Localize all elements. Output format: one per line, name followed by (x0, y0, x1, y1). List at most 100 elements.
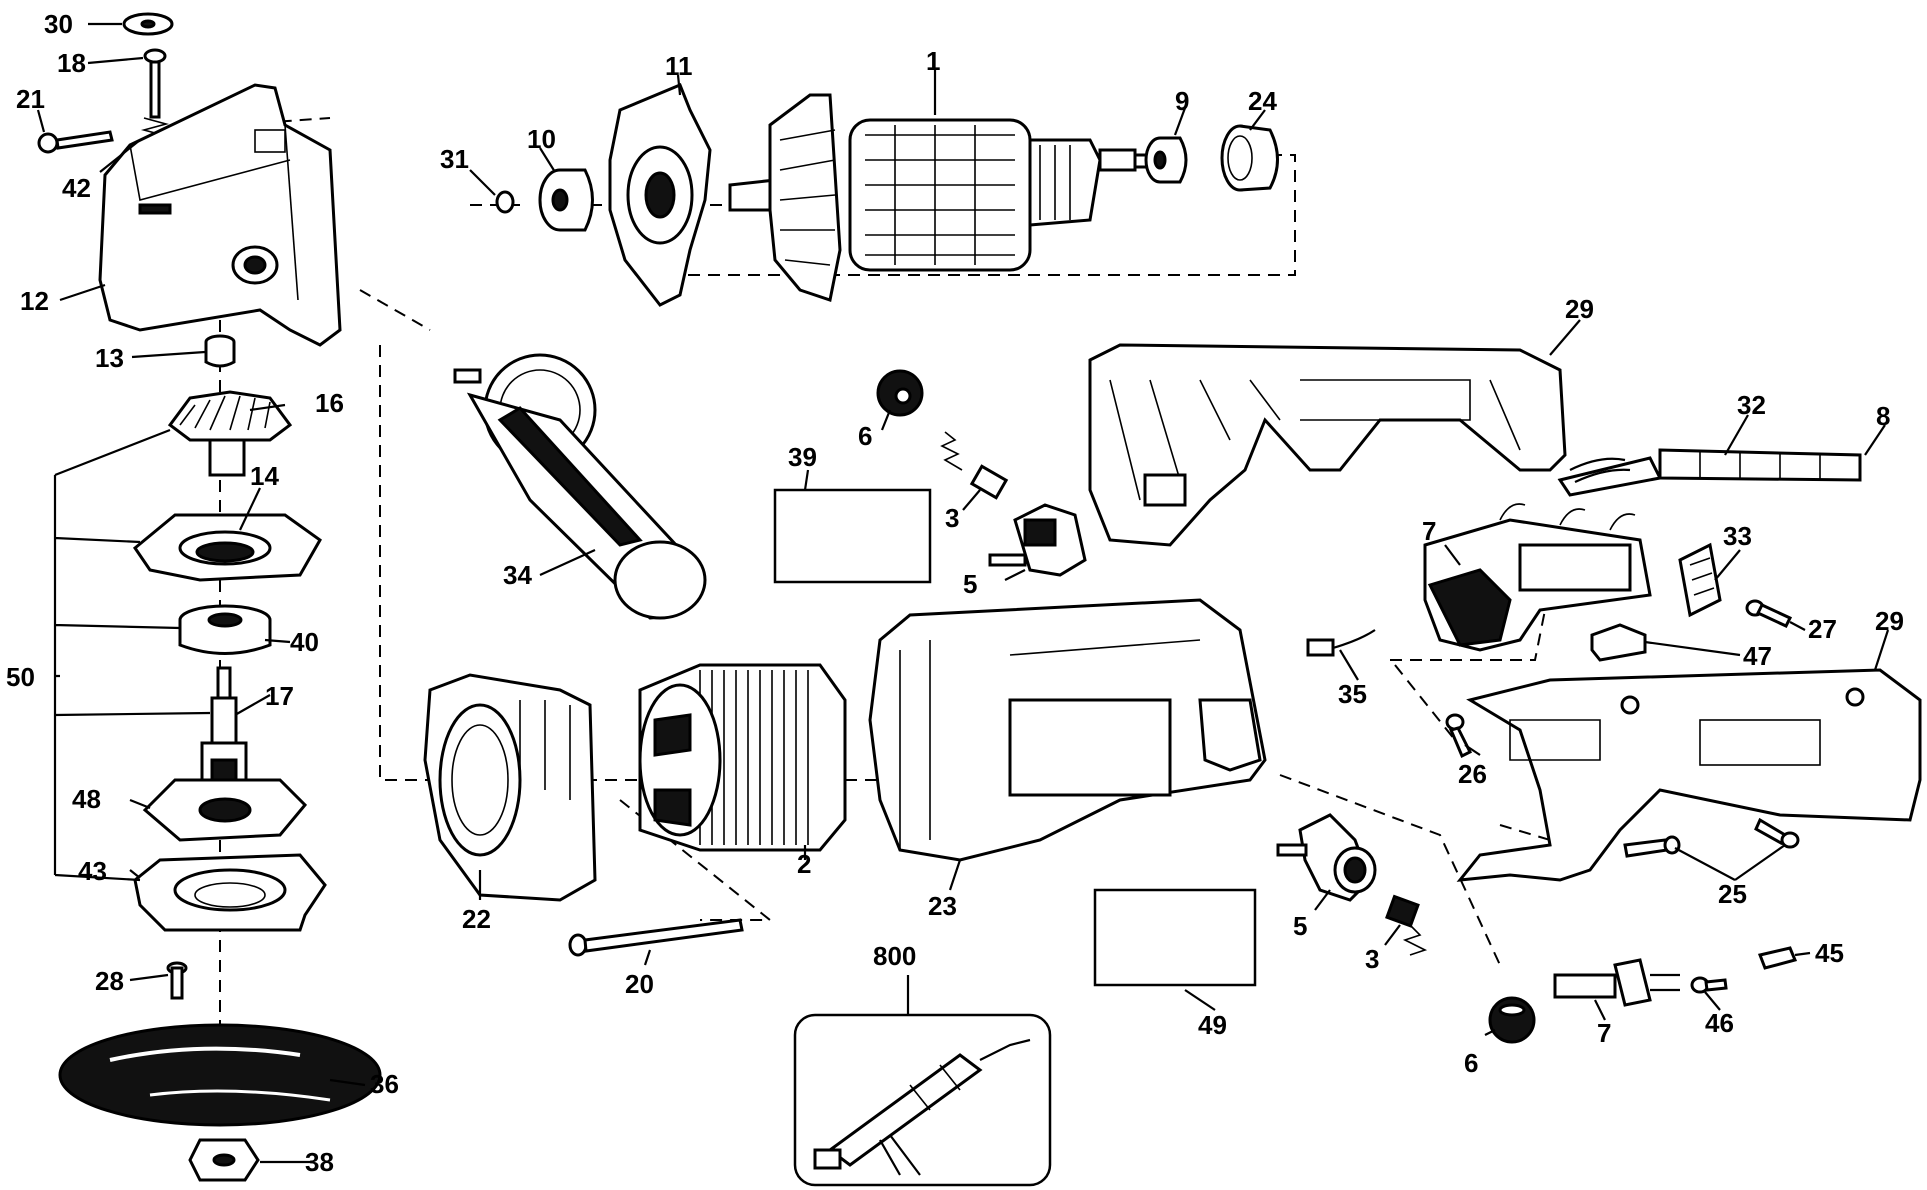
label-13: 13 (95, 343, 124, 373)
label-5-lower: 5 (1293, 911, 1307, 941)
label-20: 20 (625, 969, 654, 999)
label-16: 16 (315, 388, 344, 418)
label-48: 48 (72, 784, 101, 814)
label-46: 46 (1705, 1008, 1734, 1038)
retainer-14 (132, 513, 322, 582)
label-29-upper: 29 (1565, 294, 1594, 324)
label-14: 14 (250, 461, 279, 491)
brush-3-lower (1385, 894, 1428, 956)
label-42: 42 (62, 173, 91, 203)
bearing-10 (538, 168, 594, 232)
nut-38 (188, 1138, 260, 1182)
part-labels: 30 18 21 42 12 13 16 14 40 50 17 48 43 2… (6, 9, 1904, 1177)
label-800: 800 (873, 941, 916, 971)
label-30: 30 (44, 9, 73, 39)
disc-36 (58, 1023, 382, 1127)
pin-18 (143, 48, 167, 119)
brush-holder-5-lower (1276, 813, 1377, 902)
cord-32-8 (1557, 448, 1862, 497)
label-40: 40 (290, 627, 319, 657)
label-28: 28 (95, 966, 124, 996)
label-18: 18 (57, 48, 86, 78)
bevel-gear-16 (167, 390, 293, 477)
label-45: 45 (1815, 938, 1844, 968)
end-cap-22 (423, 673, 597, 902)
label-26: 26 (1458, 759, 1487, 789)
label-24: 24 (1248, 86, 1277, 116)
brush-holder-5-upper (988, 503, 1087, 577)
screw-28 (166, 961, 188, 1000)
baffle-11 (608, 83, 712, 307)
label-34: 34 (503, 560, 532, 590)
bearing-40 (178, 604, 272, 655)
label-7-upper: 7 (1422, 516, 1436, 546)
brush-cap-6-upper (876, 369, 924, 417)
label-39: 39 (788, 442, 817, 472)
block-47 (1590, 623, 1647, 662)
armature-1 (728, 93, 1157, 302)
label-plate-39 (773, 488, 932, 584)
label-49: 49 (1198, 1010, 1227, 1040)
spindle-17 (200, 666, 248, 787)
label-12: 12 (20, 286, 49, 316)
screw-20 (568, 918, 744, 957)
inset-800 (793, 1013, 1052, 1187)
sleeve-24 (1220, 124, 1279, 192)
washer-31 (495, 190, 515, 214)
label-23: 23 (928, 891, 957, 921)
gasket-48 (142, 778, 308, 842)
label-2: 2 (797, 849, 811, 879)
bearing-9 (1144, 136, 1188, 184)
part-shapes (37, 12, 1922, 1187)
label-5-upper: 5 (963, 569, 977, 599)
label-35: 35 (1338, 679, 1367, 709)
label-29-lower: 29 (1875, 606, 1904, 636)
connector-35 (1306, 629, 1376, 657)
gear-case-12 (98, 83, 342, 347)
label-47: 47 (1743, 641, 1772, 671)
label-11: 11 (665, 51, 693, 81)
label-22: 22 (462, 904, 491, 934)
label-33: 33 (1723, 521, 1752, 551)
switch-7-upper (1423, 503, 1652, 652)
clamp-33 (1678, 542, 1722, 618)
flange-43 (133, 853, 327, 932)
label-10: 10 (527, 124, 556, 154)
side-handle-34 (453, 353, 707, 620)
motor-housing-23 (868, 598, 1267, 862)
field-2 (638, 663, 847, 852)
label-6-upper: 6 (858, 421, 872, 451)
label-3-lower: 3 (1365, 944, 1379, 974)
handle-half-29-lower (1456, 668, 1922, 882)
screw-46 (1690, 976, 1728, 994)
label-38: 38 (305, 1147, 334, 1177)
label-1: 1 (926, 46, 940, 76)
handle-half-29-upper (1088, 343, 1567, 547)
label-17: 17 (265, 681, 294, 711)
leader-lines (36, 22, 1890, 1164)
label-32: 32 (1737, 390, 1766, 420)
label-plate-49 (1093, 888, 1257, 987)
bushing-13 (204, 334, 236, 368)
label-3-upper: 3 (945, 503, 959, 533)
label-7-lower: 7 (1597, 1018, 1611, 1048)
screw-21 (37, 130, 114, 154)
screw-26 (1445, 713, 1473, 759)
label-21: 21 (16, 84, 45, 114)
screw-27 (1745, 599, 1793, 628)
label-50: 50 (6, 662, 35, 692)
brush-3-upper (940, 431, 1009, 500)
label-9: 9 (1175, 86, 1189, 116)
screws-25 (1623, 817, 1800, 858)
brush-cap-6-lower (1488, 996, 1536, 1044)
label-31: 31 (440, 144, 469, 174)
label-25: 25 (1718, 879, 1747, 909)
label-6-lower: 6 (1464, 1048, 1478, 1078)
terminal-45 (1757, 946, 1798, 970)
label-43: 43 (78, 856, 107, 886)
label-36: 36 (370, 1069, 399, 1099)
switch-7-lower (1553, 958, 1680, 1007)
label-8: 8 (1876, 401, 1890, 431)
label-27: 27 (1808, 614, 1837, 644)
